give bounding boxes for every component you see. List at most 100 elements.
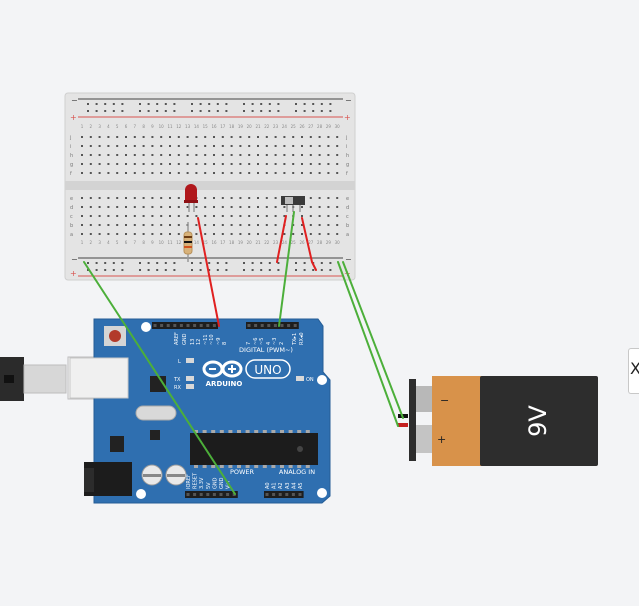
rail-hole[interactable] bbox=[243, 269, 245, 271]
rail-hole[interactable] bbox=[87, 262, 89, 264]
rail-hole[interactable] bbox=[251, 269, 254, 271]
breadboard-hole[interactable] bbox=[327, 163, 330, 165]
wire-battery-to-rail-2[interactable] bbox=[342, 261, 404, 419]
breadboard-hole[interactable] bbox=[239, 224, 242, 226]
breadboard-hole[interactable] bbox=[151, 197, 154, 199]
breadboard-hole[interactable] bbox=[195, 233, 198, 235]
wire-switch-to-pin3[interactable] bbox=[278, 211, 295, 327]
breadboard-hole[interactable] bbox=[239, 215, 242, 217]
breadboard-hole[interactable] bbox=[248, 206, 251, 208]
rail-hole[interactable] bbox=[268, 269, 271, 271]
rail-hole[interactable] bbox=[225, 262, 228, 264]
breadboard-hole[interactable] bbox=[274, 215, 277, 217]
arduino-uno-board[interactable]: L TX RX ON UNO ARDUINO DIGITAL (PWM~) AN… bbox=[69, 318, 331, 504]
breadboard-hole[interactable] bbox=[107, 154, 110, 156]
breadboard-hole[interactable] bbox=[318, 172, 321, 174]
breadboard-hole[interactable] bbox=[327, 224, 330, 226]
breadboard-hole[interactable] bbox=[204, 154, 207, 156]
header-pin[interactable] bbox=[173, 324, 177, 327]
rail-hole[interactable] bbox=[295, 262, 297, 264]
header-pin[interactable] bbox=[166, 324, 170, 327]
breadboard-hole[interactable] bbox=[133, 197, 136, 199]
rail-hole[interactable] bbox=[251, 110, 254, 112]
breadboard-hole[interactable] bbox=[230, 136, 233, 138]
breadboard-hole[interactable] bbox=[318, 224, 321, 226]
rail-hole[interactable] bbox=[225, 110, 228, 112]
breadboard-hole[interactable] bbox=[283, 172, 286, 174]
breadboard-hole[interactable] bbox=[89, 215, 92, 217]
rail-hole[interactable] bbox=[268, 110, 271, 112]
rail-hole[interactable] bbox=[156, 269, 159, 271]
breadboard-hole[interactable] bbox=[327, 197, 330, 199]
breadboard-hole[interactable] bbox=[230, 224, 233, 226]
breadboard-hole[interactable] bbox=[257, 163, 259, 165]
breadboard-hole[interactable] bbox=[133, 163, 136, 165]
breadboard-hole[interactable] bbox=[160, 154, 163, 156]
breadboard-hole[interactable] bbox=[177, 215, 180, 217]
breadboard-hole[interactable] bbox=[265, 224, 268, 226]
breadboard-hole[interactable] bbox=[195, 215, 198, 217]
breadboard-hole[interactable] bbox=[186, 154, 189, 156]
breadboard-hole[interactable] bbox=[169, 163, 171, 165]
breadboard-hole[interactable] bbox=[274, 145, 277, 147]
rail-hole[interactable] bbox=[139, 269, 141, 271]
breadboard-hole[interactable] bbox=[195, 163, 198, 165]
header-pin[interactable] bbox=[179, 324, 183, 327]
breadboard-hole[interactable] bbox=[107, 224, 110, 226]
breadboard-hole[interactable] bbox=[213, 136, 215, 138]
breadboard-hole[interactable] bbox=[204, 163, 207, 165]
breadboard-hole[interactable] bbox=[133, 172, 136, 174]
breadboard-hole[interactable] bbox=[195, 136, 198, 138]
breadboard-hole[interactable] bbox=[327, 172, 330, 174]
rail-hole[interactable] bbox=[199, 103, 202, 105]
breadboard-hole[interactable] bbox=[327, 154, 330, 156]
breadboard-hole[interactable] bbox=[186, 206, 189, 208]
breadboard-hole[interactable] bbox=[116, 172, 119, 174]
rail-hole[interactable] bbox=[139, 110, 141, 112]
breadboard-hole[interactable] bbox=[89, 224, 92, 226]
rail-hole[interactable] bbox=[216, 262, 219, 264]
breadboard-hole[interactable] bbox=[98, 197, 101, 199]
rail-hole[interactable] bbox=[216, 269, 219, 271]
breadboard-hole[interactable] bbox=[309, 136, 312, 138]
breadboard-hole[interactable] bbox=[257, 233, 259, 235]
breadboard-hole[interactable] bbox=[283, 233, 286, 235]
rail-hole[interactable] bbox=[147, 110, 150, 112]
rail-hole[interactable] bbox=[320, 269, 323, 271]
breadboard-hole[interactable] bbox=[169, 224, 171, 226]
breadboard-hole[interactable] bbox=[283, 206, 286, 208]
rail-hole[interactable] bbox=[173, 269, 176, 271]
breadboard-hole[interactable] bbox=[221, 215, 224, 217]
breadboard-hole[interactable] bbox=[213, 197, 215, 199]
header-pin[interactable] bbox=[219, 493, 223, 496]
breadboard-hole[interactable] bbox=[283, 215, 286, 217]
breadboard-hole[interactable] bbox=[204, 197, 207, 199]
breadboard-hole[interactable] bbox=[160, 224, 163, 226]
breadboard-hole[interactable] bbox=[186, 145, 189, 147]
breadboard-hole[interactable] bbox=[116, 224, 119, 226]
rail-hole[interactable] bbox=[199, 262, 202, 264]
breadboard-hole[interactable] bbox=[151, 224, 154, 226]
breadboard-hole[interactable] bbox=[107, 233, 110, 235]
breadboard-hole[interactable] bbox=[257, 172, 259, 174]
rail-hole[interactable] bbox=[208, 103, 211, 105]
breadboard-hole[interactable] bbox=[177, 206, 180, 208]
rail-hole[interactable] bbox=[260, 262, 263, 264]
breadboard-hole[interactable] bbox=[204, 145, 207, 147]
breadboard-hole[interactable] bbox=[248, 136, 251, 138]
breadboard-hole[interactable] bbox=[265, 172, 268, 174]
header-pin[interactable] bbox=[247, 324, 251, 327]
breadboard-hole[interactable] bbox=[133, 224, 136, 226]
breadboard-hole[interactable] bbox=[81, 215, 83, 217]
rail-hole[interactable] bbox=[191, 262, 193, 264]
breadboard-hole[interactable] bbox=[309, 206, 312, 208]
breadboard-hole[interactable] bbox=[230, 206, 233, 208]
breadboard-hole[interactable] bbox=[230, 163, 233, 165]
breadboard-hole[interactable] bbox=[283, 136, 286, 138]
breadboard-hole[interactable] bbox=[230, 172, 233, 174]
breadboard-hole[interactable] bbox=[274, 136, 277, 138]
breadboard-hole[interactable] bbox=[213, 233, 215, 235]
breadboard-hole[interactable] bbox=[309, 145, 312, 147]
breadboard-hole[interactable] bbox=[309, 163, 312, 165]
